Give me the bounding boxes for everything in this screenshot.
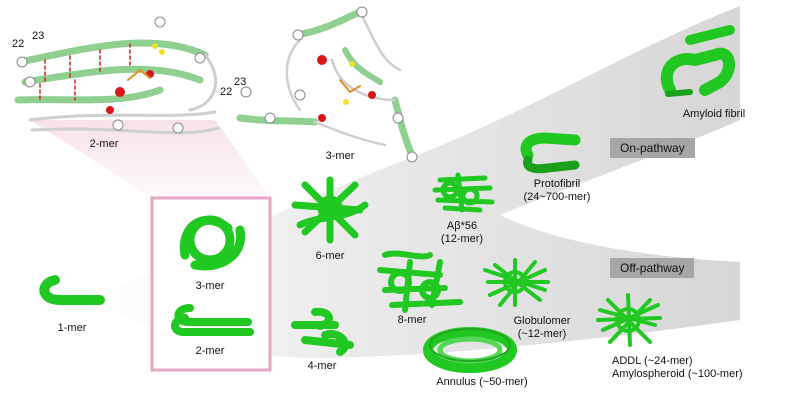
globulomer-name: Globulomer <box>513 315 571 327</box>
dimer-structure-label: 2-mer <box>89 138 119 150</box>
on-pathway-tag: On-pathway <box>610 138 695 158</box>
dimer-residue-22: 22 <box>12 38 25 50</box>
trimer-residue-22: 22 <box>220 86 233 98</box>
dimer-label: 2-mer <box>195 345 225 357</box>
amylospheroid-name: Amylospheroid (~100-mer) <box>612 368 743 380</box>
protofibril-name: Protofibril <box>533 178 581 190</box>
octamer-shape <box>377 250 463 313</box>
globulomer-size: (~12-mer) <box>517 328 567 340</box>
addl-shape <box>596 293 662 347</box>
ab56-shape <box>432 172 495 213</box>
trimer-label: 3-mer <box>195 280 225 292</box>
monomer-shape <box>39 275 105 305</box>
ab56-label: Aβ*56 (12-mer) <box>441 220 483 246</box>
dimer-residue-23: 23 <box>32 30 45 42</box>
annulus-label: Annulus (~50-mer) <box>436 376 528 388</box>
ab56-name: Aβ*56 <box>446 220 478 232</box>
dimer-zoom-fan <box>30 120 270 198</box>
annulus-shape <box>423 327 517 373</box>
hexamer-label: 6-mer <box>315 250 345 262</box>
small-oligomer-highlight-box <box>150 196 272 372</box>
protofibril-shape <box>520 132 581 174</box>
fibril-shape <box>660 25 735 97</box>
monomer-label: 1-mer <box>57 322 87 334</box>
trimer-structure-label: 3-mer <box>325 150 355 162</box>
tetramer-shape <box>291 307 354 356</box>
globulomer-shape <box>483 258 550 307</box>
addl-label: ADDL (~24-mer) Amylospheroid (~100-mer) <box>612 355 743 381</box>
protofibril-size: (24~700-mer) <box>523 191 591 203</box>
hexamer-shape <box>291 176 369 244</box>
trimer-shape <box>179 215 246 271</box>
trimer-residue-23: 23 <box>234 76 247 88</box>
fibril-label: Amyloid fibril <box>682 108 746 120</box>
trimer-structure <box>236 6 418 163</box>
dimer-shape <box>171 304 254 336</box>
off-pathway-tag: Off-pathway <box>610 258 695 278</box>
tetramer-label: 4-mer <box>307 360 337 372</box>
globulomer-label: Globulomer (~12-mer) <box>514 315 571 341</box>
octamer-label: 8-mer <box>397 314 427 326</box>
dimer-structure <box>14 16 220 135</box>
addl-name: ADDL (~24-mer) <box>612 355 693 367</box>
protofibril-label: Protofibril (24~700-mer) <box>524 178 591 204</box>
ab56-size: (12-mer) <box>440 233 484 245</box>
